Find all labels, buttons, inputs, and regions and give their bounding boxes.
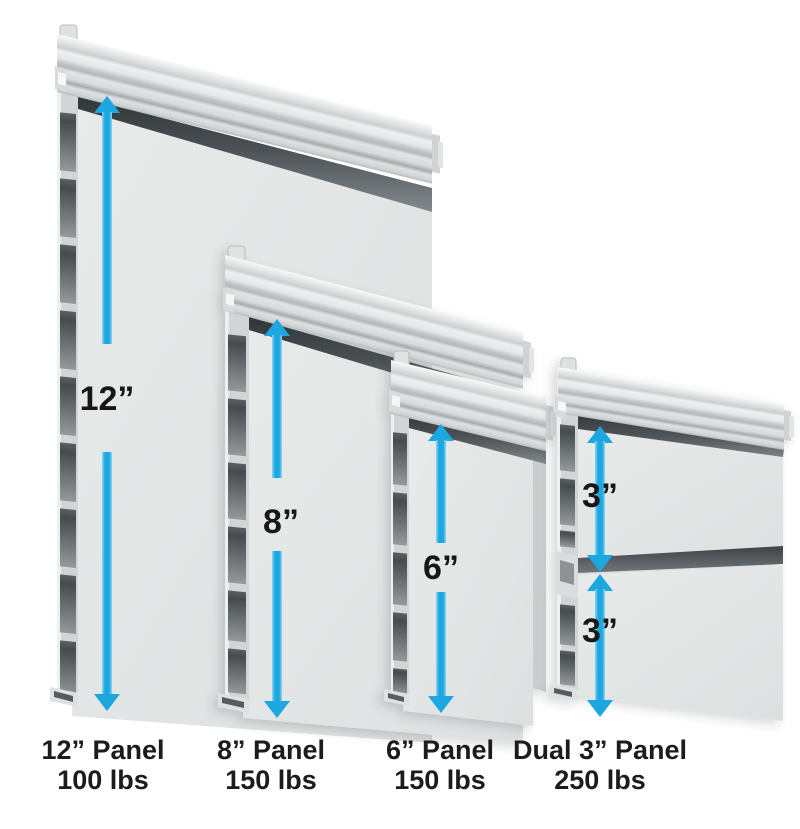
panel-dual3-edge-cells bbox=[560, 424, 575, 686]
panel-6-face bbox=[403, 428, 533, 726]
panel-8-edge-cells bbox=[228, 334, 246, 695]
caption-8-name: 8” Panel bbox=[216, 735, 326, 765]
panel-6-right-return bbox=[533, 452, 546, 692]
panel-12-edge-cells bbox=[60, 112, 76, 698]
panel-dual3-graphic bbox=[550, 357, 794, 721]
arrow-12-up-head bbox=[94, 96, 120, 113]
caption-12-weight: 100 lbs bbox=[57, 765, 149, 795]
caption-dual3-name: Dual 3” Panel bbox=[512, 735, 688, 765]
arrow-8-label: 8” bbox=[263, 503, 299, 541]
panel-12-rail bbox=[57, 34, 443, 184]
caption-12-panel: 12” Panel 100 lbs bbox=[0, 735, 223, 795]
arrow-6-down-head bbox=[428, 696, 454, 713]
arrow-8-bar-top bbox=[272, 335, 282, 478]
caption-dual3-weight: 250 lbs bbox=[554, 765, 646, 795]
panel-8-rail bbox=[225, 254, 534, 389]
arrow-3a-label: 3” bbox=[582, 477, 618, 515]
caption-dual3-panel: Dual 3” Panel 250 lbs bbox=[480, 735, 720, 795]
arrow-6-up-head bbox=[428, 424, 454, 441]
arrow-3a-bar bbox=[595, 441, 605, 557]
arrow-12-label: 12” bbox=[79, 380, 135, 418]
panel-12-rail-shadow bbox=[78, 96, 432, 212]
arrow-8-up-head bbox=[264, 319, 290, 336]
panel-dual3-slat2-face bbox=[570, 565, 783, 721]
arrow-12-bar-bottom bbox=[102, 452, 112, 694]
caption-8-weight: 150 lbs bbox=[225, 765, 317, 795]
arrow-12-bar-top bbox=[102, 112, 112, 344]
arrow-6-bar-top bbox=[436, 440, 446, 543]
caption-6-weight: 150 lbs bbox=[394, 765, 486, 795]
panel-6-edge-cells bbox=[393, 432, 407, 696]
panel-dual3-slat1-face bbox=[578, 429, 783, 558]
arrow-3b-label: 3” bbox=[582, 612, 618, 650]
panel-6-rail bbox=[391, 360, 556, 452]
arrow-3b-bar bbox=[595, 589, 605, 701]
caption-8-panel: 8” Panel 150 lbs bbox=[151, 735, 391, 795]
arrow-3b-up-head bbox=[587, 574, 613, 591]
arrow-12-down-head bbox=[94, 694, 120, 711]
panel-dual3-groove bbox=[578, 546, 783, 573]
arrow-8-down-head bbox=[264, 701, 290, 718]
caption-12-name: 12” Panel bbox=[41, 735, 165, 765]
caption-6-name: 6” Panel bbox=[385, 735, 495, 765]
panel-dual3-rail-shadow bbox=[578, 415, 784, 457]
arrow-6-bar-bottom bbox=[436, 592, 446, 697]
caption-6-panel: 6” Panel 150 lbs bbox=[320, 735, 560, 795]
arrow-6-label: 6” bbox=[423, 549, 459, 587]
arrow-3b-down-head bbox=[587, 700, 613, 717]
arrow-8-bar-bottom bbox=[272, 551, 282, 702]
arrow-3a-up-head bbox=[587, 426, 613, 443]
panel-dual3-rail bbox=[558, 367, 794, 451]
arrow-3a-down-head bbox=[587, 555, 613, 572]
panel-6-graphic bbox=[384, 350, 556, 726]
